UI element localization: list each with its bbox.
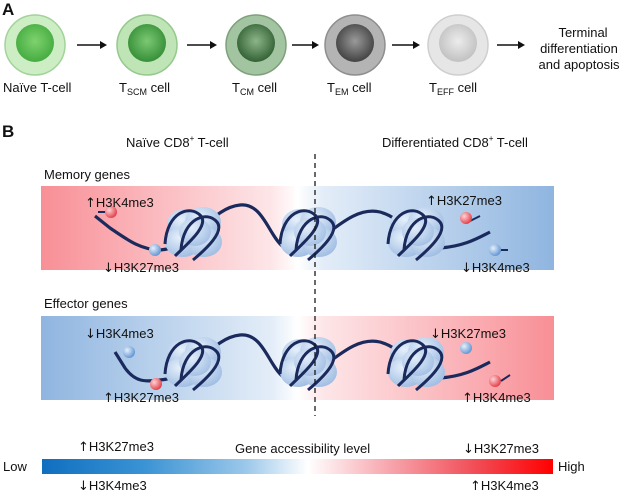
arrow-1 [77, 41, 107, 49]
left-column-header: Naïve CD8+ T-cell [126, 134, 229, 150]
cell-label-naive: Naïve T-cell [3, 80, 72, 95]
arrow-4 [392, 41, 420, 49]
chromatin-diagram [41, 150, 554, 416]
legend-left-bottom-label: ↓H3K4me3 [78, 478, 147, 494]
legend-low-label: Low [3, 459, 27, 474]
memory-left-bottom-label: ↓H3K27me3 [103, 260, 179, 276]
memory-left-blue-mark [149, 244, 161, 256]
effector-left-blue-mark [123, 346, 135, 358]
terminal-line-1: Terminal [558, 25, 608, 40]
cell-teff [427, 14, 489, 76]
cell-label-teff: TEFF cell [429, 80, 478, 97]
legend-right-top-label: ↓H3K27me3 [463, 441, 539, 457]
terminal-line-3: and apoptosis [538, 57, 620, 72]
effector-left-red-mark [150, 378, 162, 390]
cell-tcm [225, 14, 287, 76]
cell-label-tcm: TCM cell [232, 80, 278, 97]
legend-high-label: High [558, 459, 585, 474]
arrow-5 [497, 41, 525, 49]
memory-right-bottom-label: ↓H3K4me3 [461, 260, 530, 276]
legend-left-top-label: ↑H3K27me3 [78, 439, 154, 455]
memory-genes-title: Memory genes [44, 167, 130, 182]
legend-title: Gene accessibility level [235, 441, 371, 456]
cell-tem [324, 14, 386, 76]
effector-genes-title: Effector genes [44, 296, 128, 311]
memory-left-red-mark [105, 206, 117, 218]
effector-right-top-label: ↓H3K27me3 [430, 326, 506, 342]
cell-label-tscm: TSCM cell [119, 80, 171, 97]
memory-left-top-label: ↑H3K4me3 [85, 195, 154, 211]
effector-right-blue-mark [460, 342, 472, 354]
effector-left-top-label: ↓H3K4me3 [85, 326, 154, 342]
effector-right-bottom-label: ↑H3K4me3 [462, 390, 531, 406]
cell-tscm [116, 14, 178, 76]
right-column-header: Differentiated CD8+ T-cell [382, 134, 528, 150]
terminal-line-2: differentiation [540, 41, 618, 56]
arrow-2 [187, 41, 217, 49]
panel-a-letter: A [2, 0, 15, 19]
memory-right-top-label: ↑H3K27me3 [426, 193, 502, 209]
cell-label-tem: TEM cell [327, 80, 372, 97]
effector-right-red-mark [489, 375, 501, 387]
memory-right-red-mark [460, 212, 472, 224]
cell-naive [4, 14, 66, 76]
effector-chromatin [113, 333, 511, 392]
panel-b-letter: B [2, 122, 15, 141]
memory-chromatin [94, 203, 508, 262]
legend-right-bottom-label: ↑H3K4me3 [470, 478, 539, 494]
memory-right-blue-mark [489, 244, 501, 256]
differentiation-cells-diagram [4, 14, 525, 76]
effector-left-bottom-label: ↑H3K27me3 [103, 390, 179, 406]
legend-gradient-bar [42, 459, 553, 474]
arrow-3 [292, 41, 319, 49]
